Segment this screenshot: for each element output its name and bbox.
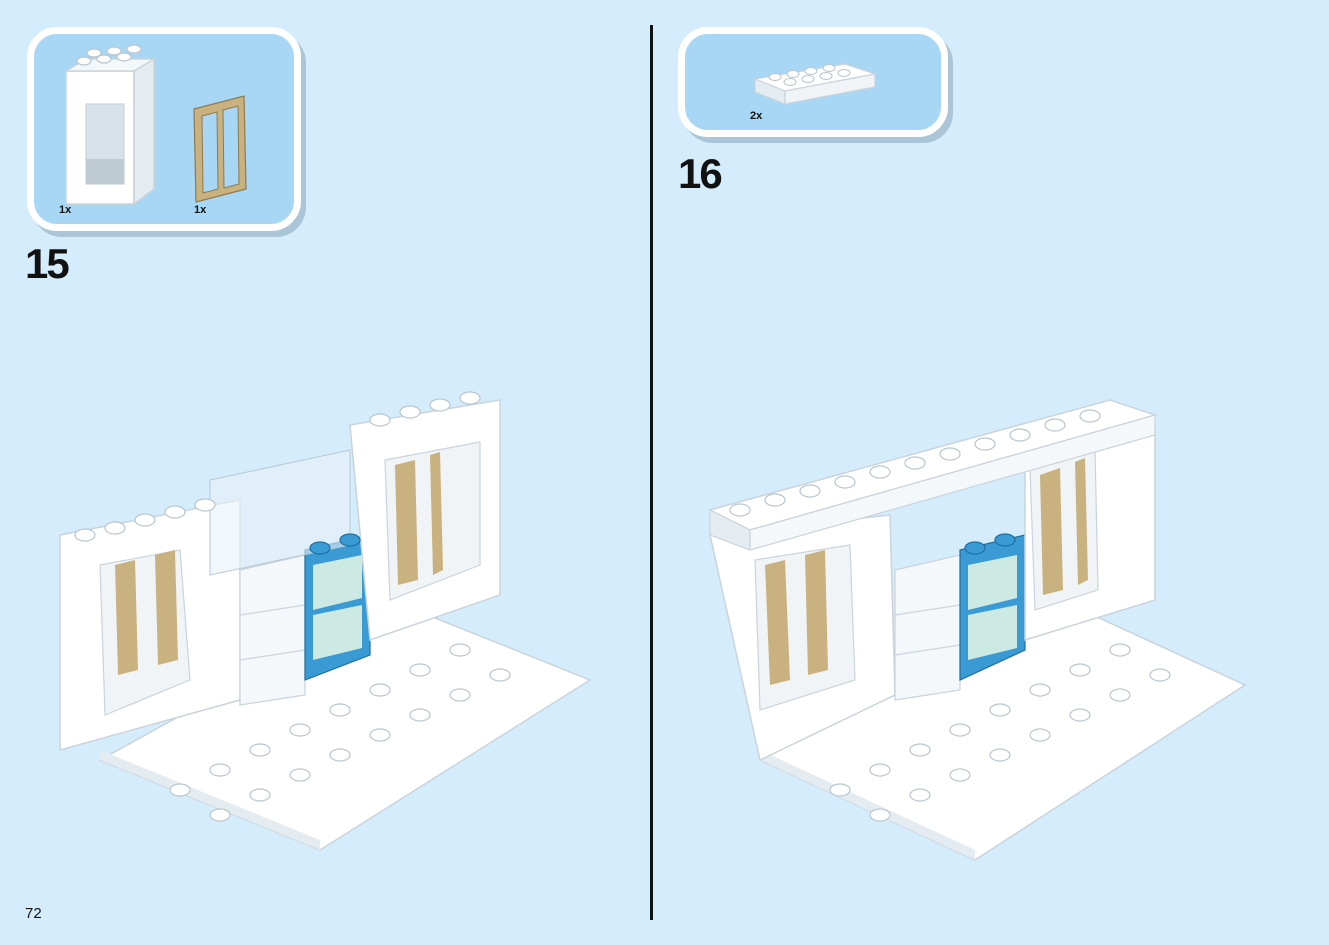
tan-window-pane-part [193,95,247,203]
step-15-part-2-qty: 1x [194,204,207,216]
step-15-number: 15 [25,240,70,287]
page-number: 72 [25,905,42,922]
step-16-model-illustration [707,399,1247,861]
step-16-number: 16 [678,150,723,197]
step-15-model-illustration [59,391,592,851]
white-window-frame-part [63,44,157,206]
white-2x6-brick-part [752,63,878,105]
page-divider [650,25,653,920]
step-16-parts-box: 2x [678,27,948,137]
step-15-parts-box: 1x 1x [27,27,301,231]
step-16-part-1-qty: 2x [750,110,763,122]
step-15-part-1-qty: 1x [59,204,72,216]
